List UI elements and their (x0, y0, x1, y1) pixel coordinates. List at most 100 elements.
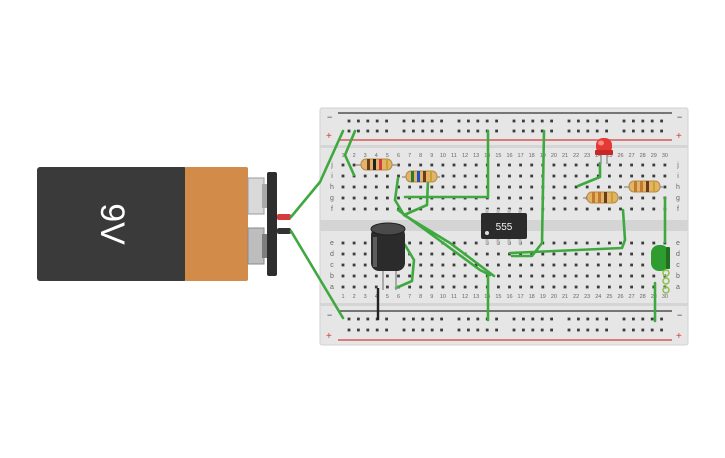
breadboard-hole[interactable] (476, 119, 480, 123)
breadboard-hole[interactable] (632, 119, 635, 123)
breadboard-hole[interactable] (441, 163, 445, 167)
breadboard-hole[interactable] (630, 241, 633, 245)
breadboard-hole[interactable] (641, 196, 645, 200)
breadboard-hole[interactable] (574, 174, 578, 178)
breadboard-hole[interactable] (522, 317, 525, 321)
breadboard-hole[interactable] (508, 185, 511, 189)
breadboard-hole[interactable] (430, 163, 434, 167)
breadboard-hole[interactable] (530, 285, 534, 289)
breadboard-hole[interactable] (357, 317, 360, 321)
breadboard-hole[interactable] (347, 328, 351, 332)
breadboard-hole[interactable] (497, 163, 500, 167)
breadboard-hole[interactable] (596, 163, 600, 167)
breadboard-hole[interactable] (574, 285, 578, 289)
ic-555[interactable]: 555 (481, 209, 527, 244)
resistor-r3[interactable] (583, 191, 621, 204)
breadboard-hole[interactable] (530, 163, 534, 167)
breadboard-hole[interactable] (352, 285, 356, 289)
breadboard-hole[interactable] (605, 119, 608, 123)
breadboard-hole[interactable] (630, 196, 633, 200)
breadboard-hole[interactable] (352, 263, 356, 267)
breadboard-hole[interactable] (457, 119, 461, 123)
breadboard-hole[interactable] (522, 328, 525, 332)
breadboard-hole[interactable] (463, 163, 467, 167)
breadboard-hole[interactable] (563, 185, 567, 189)
breadboard-hole[interactable] (596, 241, 600, 245)
breadboard-hole[interactable] (467, 119, 470, 123)
breadboard-hole[interactable] (457, 129, 461, 133)
breadboard-hole[interactable] (408, 241, 411, 245)
breadboard-hole[interactable] (430, 119, 434, 123)
breadboard-hole[interactable] (495, 317, 498, 321)
breadboard-hole[interactable] (341, 252, 345, 256)
breadboard-hole[interactable] (585, 174, 589, 178)
breadboard-hole[interactable] (552, 185, 556, 189)
breadboard-hole[interactable] (596, 174, 600, 178)
breadboard-hole[interactable] (641, 129, 645, 133)
breadboard-hole[interactable] (430, 328, 434, 332)
breadboard-hole[interactable] (352, 252, 356, 256)
breadboard-hole[interactable] (386, 285, 389, 289)
breadboard-hole[interactable] (374, 285, 378, 289)
breadboard-hole[interactable] (622, 317, 626, 321)
breadboard-hole[interactable] (641, 263, 645, 267)
breadboard-hole[interactable] (519, 185, 522, 189)
breadboard-hole[interactable] (495, 328, 498, 332)
breadboard-hole[interactable] (412, 129, 415, 133)
breadboard-hole[interactable] (567, 317, 571, 321)
breadboard-hole[interactable] (652, 274, 656, 278)
breadboard-hole[interactable] (366, 328, 370, 332)
breadboard-hole[interactable] (541, 252, 545, 256)
breadboard-hole[interactable] (374, 207, 378, 211)
breadboard-hole[interactable] (641, 328, 645, 332)
breadboard-hole[interactable] (412, 119, 415, 123)
breadboard-hole[interactable] (421, 129, 425, 133)
breadboard-hole[interactable] (375, 119, 379, 123)
wires[interactable] (289, 129, 667, 323)
breadboard-hole[interactable] (596, 207, 600, 211)
breadboard-hole[interactable] (485, 119, 489, 123)
breadboard-hole[interactable] (622, 129, 626, 133)
breadboard-hole[interactable] (463, 207, 467, 211)
breadboard-hole[interactable] (441, 252, 445, 256)
breadboard-hole[interactable] (341, 174, 345, 178)
breadboard-hole[interactable] (440, 317, 443, 321)
breadboard-hole[interactable] (619, 241, 622, 245)
breadboard-hole[interactable] (660, 317, 663, 321)
breadboard-hole[interactable] (363, 196, 367, 200)
breadboard-hole[interactable] (563, 285, 567, 289)
breadboard-hole[interactable] (463, 241, 467, 245)
breadboard-hole[interactable] (485, 328, 489, 332)
breadboard-hole[interactable] (663, 185, 667, 189)
breadboard-hole[interactable] (452, 252, 456, 256)
breadboard-hole[interactable] (508, 263, 511, 267)
breadboard-hole[interactable] (596, 263, 600, 267)
breadboard-hole[interactable] (605, 129, 608, 133)
breadboard-hole[interactable] (550, 129, 553, 133)
breadboard-hole[interactable] (596, 252, 600, 256)
breadboard-hole[interactable] (652, 241, 656, 245)
breadboard-hole[interactable] (463, 285, 467, 289)
breadboard-hole[interactable] (608, 252, 611, 256)
breadboard-hole[interactable] (519, 252, 522, 256)
breadboard-hole[interactable] (660, 129, 663, 133)
breadboard-hole[interactable] (522, 119, 525, 123)
breadboard-hole[interactable] (563, 207, 567, 211)
breadboard-hole[interactable] (357, 129, 360, 133)
breadboard-hole[interactable] (530, 185, 534, 189)
breadboard-hole[interactable] (352, 207, 356, 211)
breadboard-hole[interactable] (630, 163, 633, 167)
breadboard-hole[interactable] (652, 163, 656, 167)
breadboard-hole[interactable] (595, 129, 599, 133)
breadboard-hole[interactable] (386, 185, 389, 189)
breadboard-hole[interactable] (476, 317, 480, 321)
breadboard-hole[interactable] (430, 207, 434, 211)
breadboard-hole[interactable] (512, 328, 516, 332)
breadboard-hole[interactable] (567, 328, 571, 332)
breadboard-hole[interactable] (541, 285, 545, 289)
breadboard-hole[interactable] (341, 263, 345, 267)
breadboard-hole[interactable] (641, 285, 645, 289)
breadboard-hole[interactable] (474, 174, 478, 178)
breadboard-hole[interactable] (577, 328, 580, 332)
breadboard-hole[interactable] (574, 274, 578, 278)
